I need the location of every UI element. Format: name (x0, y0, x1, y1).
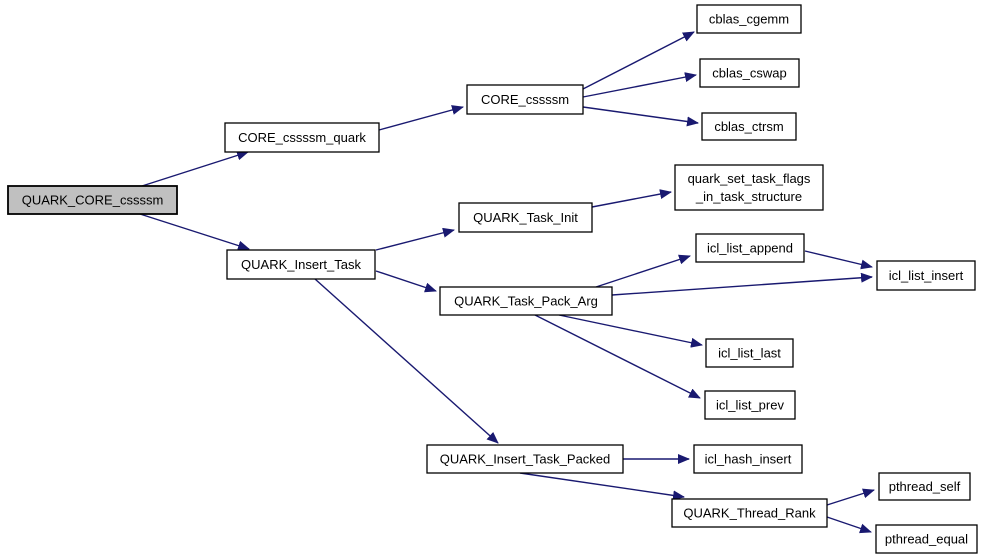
node-cblas-cswap[interactable]: cblas_cswap (699, 58, 800, 88)
edge-quark-task-pack-arg-to-icl-list-append (595, 254, 691, 288)
node-pthread-self[interactable]: pthread_self (878, 472, 971, 501)
edge-quark-task-pack-arg-to-icl-list-last (558, 314, 703, 348)
node-box (466, 84, 584, 115)
node-pthread-equal[interactable]: pthread_equal (875, 524, 978, 554)
node-quark-set-task-flags-in-task-structure[interactable]: quark_set_task_flags _in_task_structure (674, 164, 824, 211)
node-box (701, 112, 797, 141)
node-box (876, 260, 976, 291)
node-quark-thread-rank[interactable]: QUARK_Thread_Rank (671, 498, 828, 528)
node-box (458, 202, 593, 233)
node-icl-hash-insert[interactable]: icl_hash_insert (693, 444, 803, 474)
node-quark-task-init[interactable]: QUARK_Task_Init (458, 202, 593, 233)
node-quark-core-cssssm[interactable]: QUARK_CORE_cssssm (7, 185, 178, 215)
node-group: QUARK_CORE_cssssm CORE_cssssm_quark CORE… (7, 4, 978, 554)
node-core-cssssm-quark[interactable]: CORE_cssssm_quark (224, 122, 380, 153)
edge-core-cssssm-quark-to-core-cssssm (378, 105, 464, 131)
edge-quark-core-cssssm-to-core-cssssm-quark (141, 150, 249, 187)
edge-icl-list-append-to-icl-list-insert (804, 250, 873, 270)
node-label: cblas_ctrsm (714, 119, 783, 134)
node-icl-list-last[interactable]: icl_list_last (705, 338, 794, 368)
edge-core-cssssm-to-cblas-cswap (582, 72, 697, 98)
node-box (704, 390, 796, 420)
edge-quark-thread-rank-to-pthread-equal (826, 516, 872, 534)
node-icl-list-insert[interactable]: icl_list_insert (876, 260, 976, 291)
node-label: QUARK_Insert_Task (241, 257, 361, 272)
node-box (671, 498, 828, 528)
node-label: cblas_cswap (712, 66, 786, 81)
edge-quark-insert-task-to-quark-insert-task-packed (314, 278, 499, 444)
node-label: icl_list_prev (716, 398, 784, 413)
edge-group (139, 31, 875, 534)
node-quark-insert-task-packed[interactable]: QUARK_Insert_Task_Packed (426, 444, 624, 474)
node-label-line1: quark_set_task_flags (688, 171, 811, 186)
node-label: pthread_self (889, 479, 961, 494)
node-box (875, 524, 978, 554)
node-box (699, 58, 800, 88)
node-label: QUARK_Task_Init (473, 210, 578, 225)
node-box (705, 338, 794, 368)
node-label: icl_list_last (718, 346, 781, 361)
node-box (439, 286, 613, 316)
node-box (226, 249, 376, 280)
node-box (693, 444, 803, 474)
node-quark-insert-task[interactable]: QUARK_Insert_Task (226, 249, 376, 280)
node-box (878, 472, 971, 501)
node-label: QUARK_Insert_Task_Packed (440, 452, 611, 467)
edge-quark-insert-task-to-quark-task-pack-arg (375, 270, 437, 293)
edge-quark-task-init-to-quark-set-task-flags (591, 189, 672, 208)
edge-quark-insert-task-packed-to-quark-thread-rank (519, 472, 685, 501)
node-icl-list-append[interactable]: icl_list_append (695, 233, 805, 263)
edge-quark-insert-task-to-quark-task-init (375, 227, 455, 251)
edge-quark-task-pack-arg-to-icl-list-prev (534, 314, 701, 399)
node-label: QUARK_Task_Pack_Arg (454, 294, 598, 309)
node-label: icl_list_insert (889, 268, 964, 283)
node-label: QUARK_CORE_cssssm (22, 193, 164, 208)
node-label: pthread_equal (885, 532, 968, 547)
node-label: icl_hash_insert (705, 452, 792, 467)
edge-quark-core-cssssm-to-quark-insert-task (139, 213, 250, 251)
node-core-cssssm[interactable]: CORE_cssssm (466, 84, 584, 115)
node-label: QUARK_Thread_Rank (683, 506, 816, 521)
node-box (696, 4, 802, 34)
node-cblas-ctrsm[interactable]: cblas_ctrsm (701, 112, 797, 141)
edge-core-cssssm-to-cblas-cgemm (582, 31, 695, 90)
node-label: cblas_cgemm (709, 12, 789, 27)
node-quark-task-pack-arg[interactable]: QUARK_Task_Pack_Arg (439, 286, 613, 316)
node-label: CORE_cssssm (481, 92, 569, 107)
node-cblas-cgemm[interactable]: cblas_cgemm (696, 4, 802, 34)
node-label-line2: _in_task_structure (695, 189, 802, 204)
node-icl-list-prev[interactable]: icl_list_prev (704, 390, 796, 420)
edge-quark-task-pack-arg-to-icl-list-insert (611, 272, 873, 296)
node-label: icl_list_append (707, 241, 793, 256)
node-box (224, 122, 380, 153)
node-box (674, 164, 824, 211)
node-box (7, 185, 178, 215)
node-box (695, 233, 805, 263)
node-box (426, 444, 624, 474)
edge-quark-thread-rank-to-pthread-self (826, 488, 875, 506)
edge-core-cssssm-to-cblas-ctrsm (582, 106, 699, 127)
node-label: CORE_cssssm_quark (238, 130, 366, 145)
